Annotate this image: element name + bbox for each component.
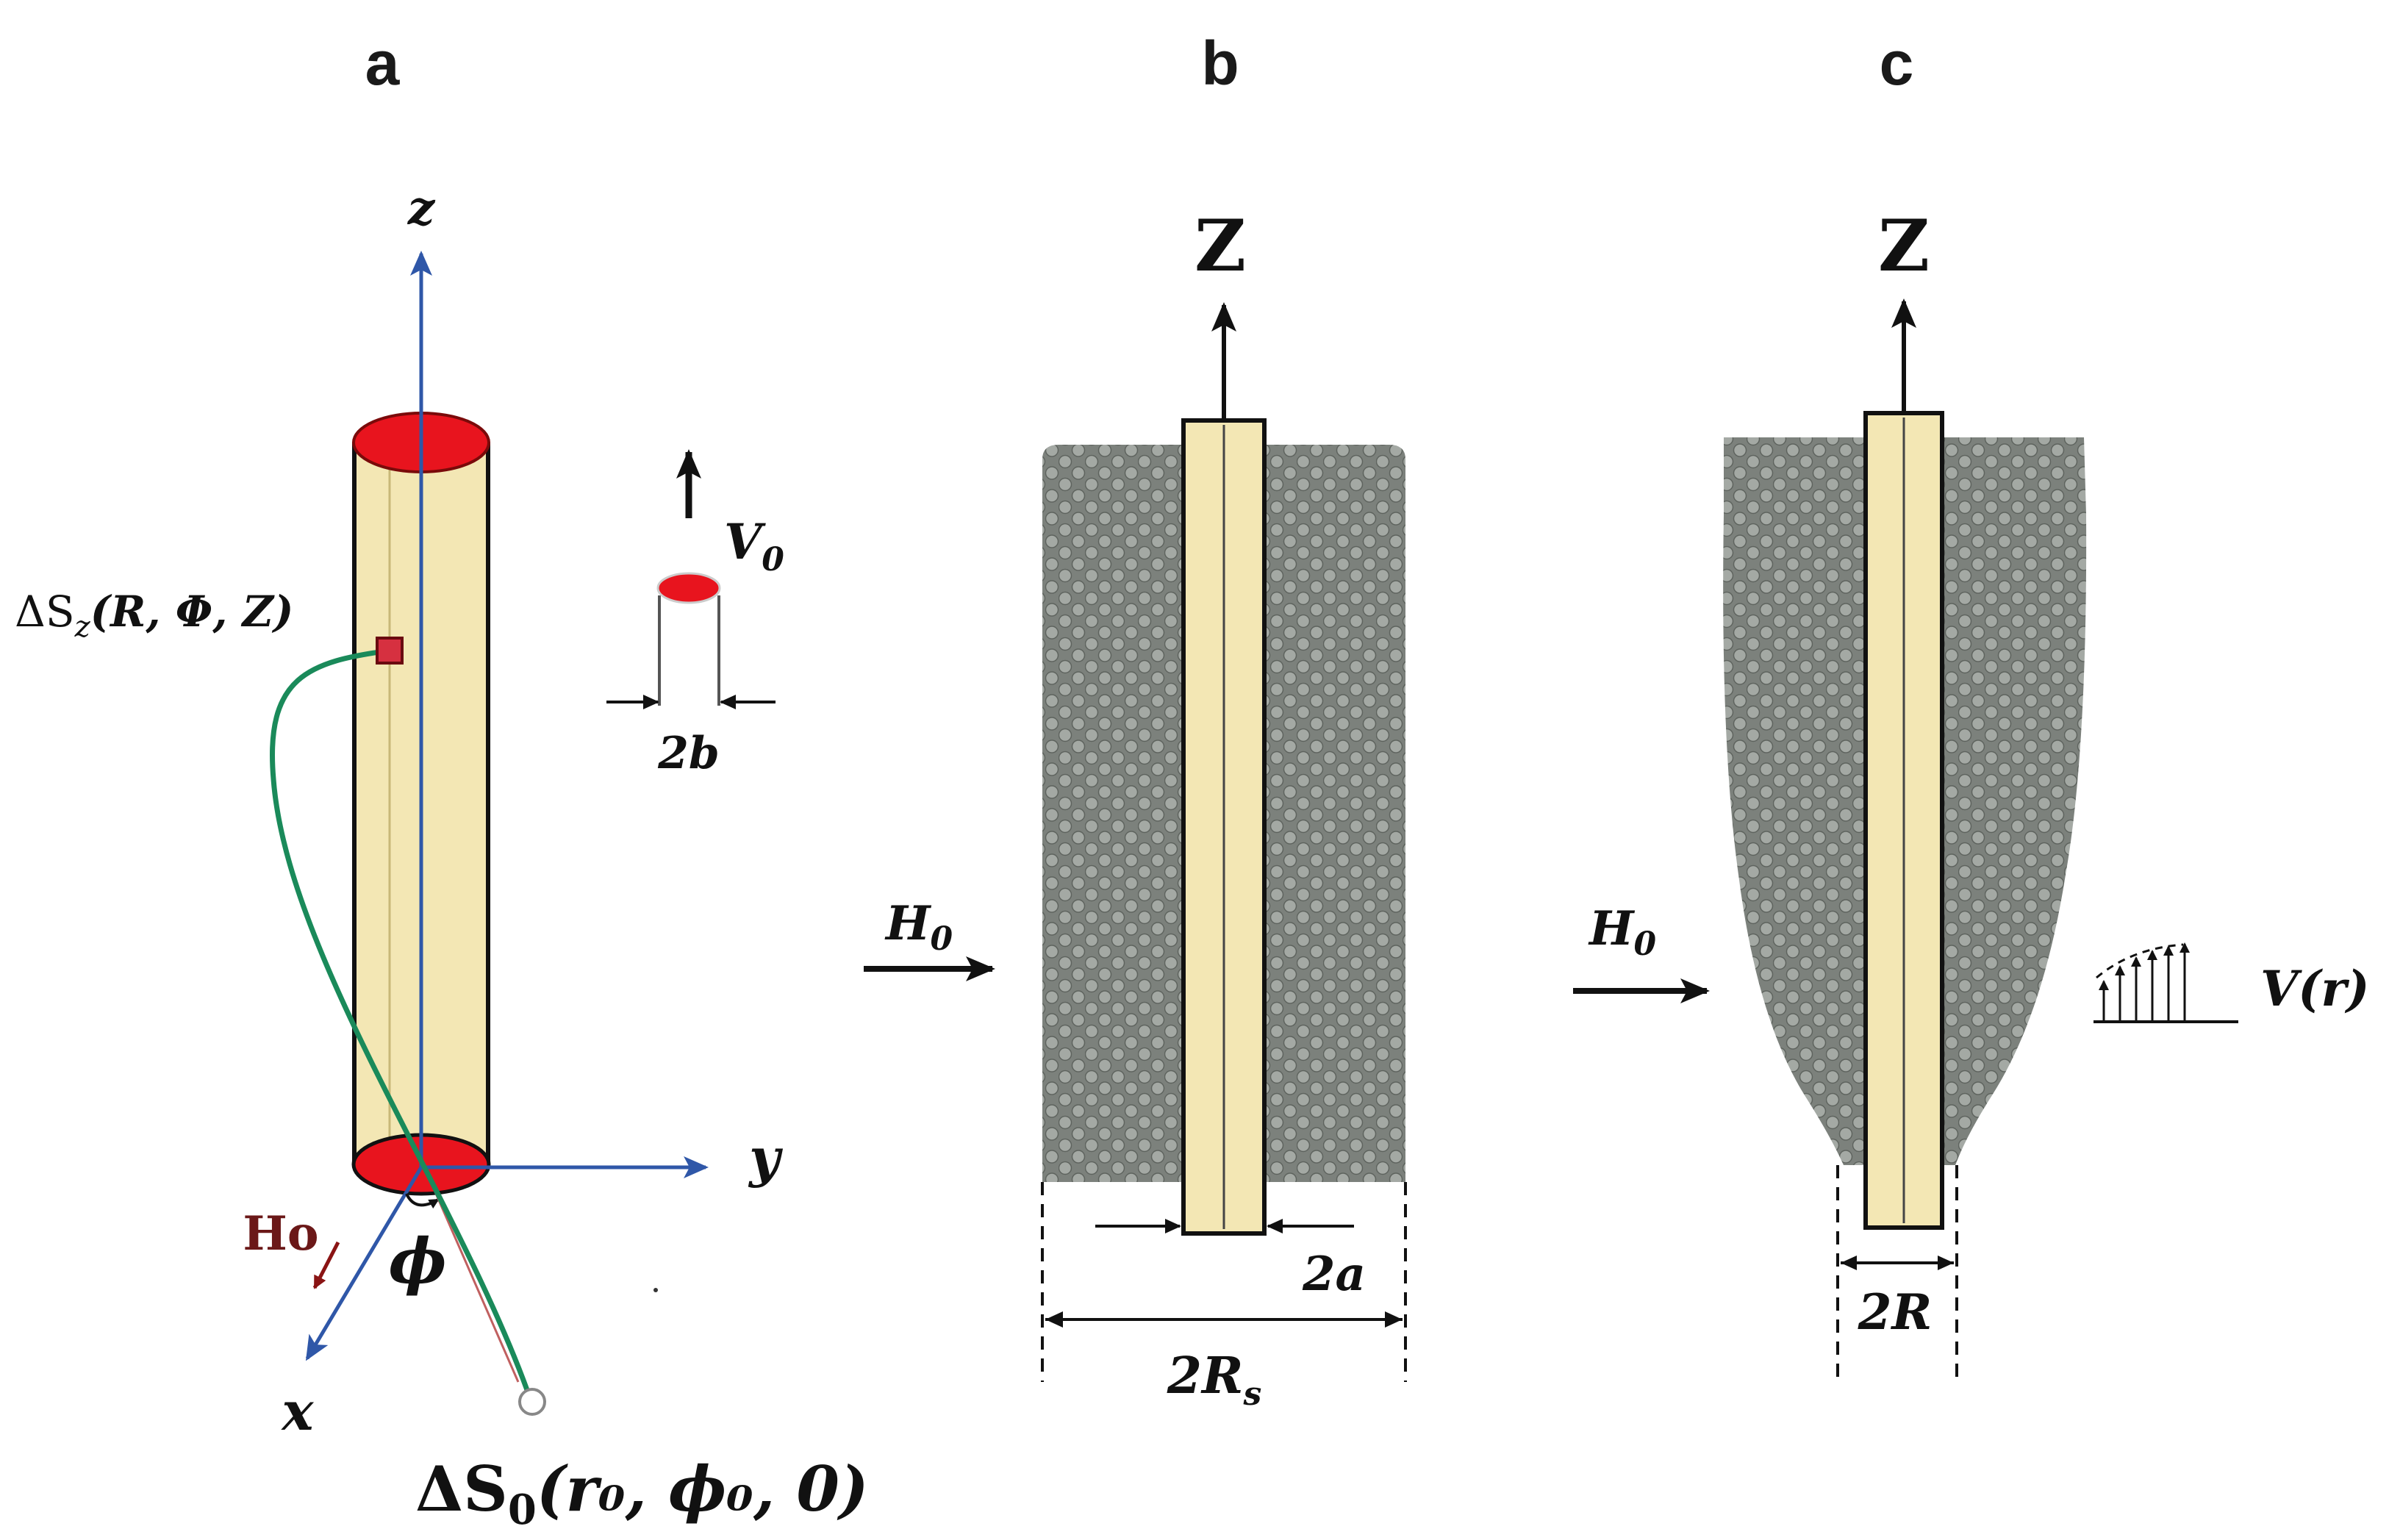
panel-c: c Z H0 2R V(r) [1573,29,2369,1382]
surface-element-symbol: ΔS [15,587,75,637]
z-axis-label: z [407,181,436,236]
inset-top-cap [656,572,721,604]
outer-width-symbol: 2R [1167,1347,1244,1405]
velocity-profile: V(r) [2093,942,2369,1023]
origin-element-args: (r₀, ϕ₀, 0) [537,1453,869,1525]
profile-envelope [2096,943,2184,979]
panel-b: b Z H0 2a 2Rs [864,29,1407,1413]
x-axis [305,1166,423,1361]
velocity-subscript: 0 [762,541,784,579]
panel-letter-b: b [1201,29,1239,98]
x-axis-label: x [281,1380,315,1442]
field-subscript-c: 0 [1633,925,1656,963]
outer-width-label: 2Rs [1167,1347,1262,1413]
inset-width-label: 2b [657,728,720,779]
inner-width-label: 2a [1302,1247,1366,1302]
angle-label: ϕ [388,1225,446,1297]
field-label-b: H0 [884,896,953,958]
outer-width-arrowhead-left [1045,1311,1063,1328]
width-arrowhead-left-c [1841,1256,1857,1270]
velocity-label: V0 [724,513,784,579]
panel-a: a z y x ϕ Ho ΔSz(R, Φ, Z) [15,29,869,1534]
z-axis-label-b: Z [1194,204,1246,287]
origin-element-marker [518,1388,546,1416]
velocity-symbol: V [724,513,766,570]
outer-width-arrowhead-right [1385,1311,1403,1328]
panel-letter-a: a [365,29,401,98]
y-axis-label: y [748,1126,783,1189]
field-label-c: H0 [1588,901,1656,963]
stray-dot [653,1288,658,1292]
origin-element-label: ΔS0(r₀, ϕ₀, 0) [415,1453,869,1534]
field-label-ho: Ho [243,1206,318,1261]
field-symbol-c: H [1588,901,1636,956]
velocity-profile-label: V(r) [2260,960,2369,1017]
width-label-c: 2R [1858,1283,1933,1341]
surface-element-subscript: z [74,610,91,644]
panel-letter-c: c [1880,29,1914,98]
origin-element-symbol: ΔS [415,1453,508,1525]
surface-element-args: (R, Φ, Z) [90,587,294,637]
outer-width-subscript: s [1243,1375,1262,1413]
surface-element-marker [376,637,404,665]
surface-element-label: ΔSz(R, Φ, Z) [15,587,293,644]
field-subscript-b: 0 [930,920,953,958]
particle-trajectory [270,648,534,1402]
angle-arc [405,1193,440,1209]
field-symbol-b: H [884,896,932,951]
field-arrow [312,1241,340,1289]
origin-element-subscript: 0 [508,1486,537,1534]
z-axis-label-c: Z [1878,204,1930,287]
width-arrowhead-right-c [1938,1256,1954,1270]
velocity-inset: V0 2b [606,449,784,779]
